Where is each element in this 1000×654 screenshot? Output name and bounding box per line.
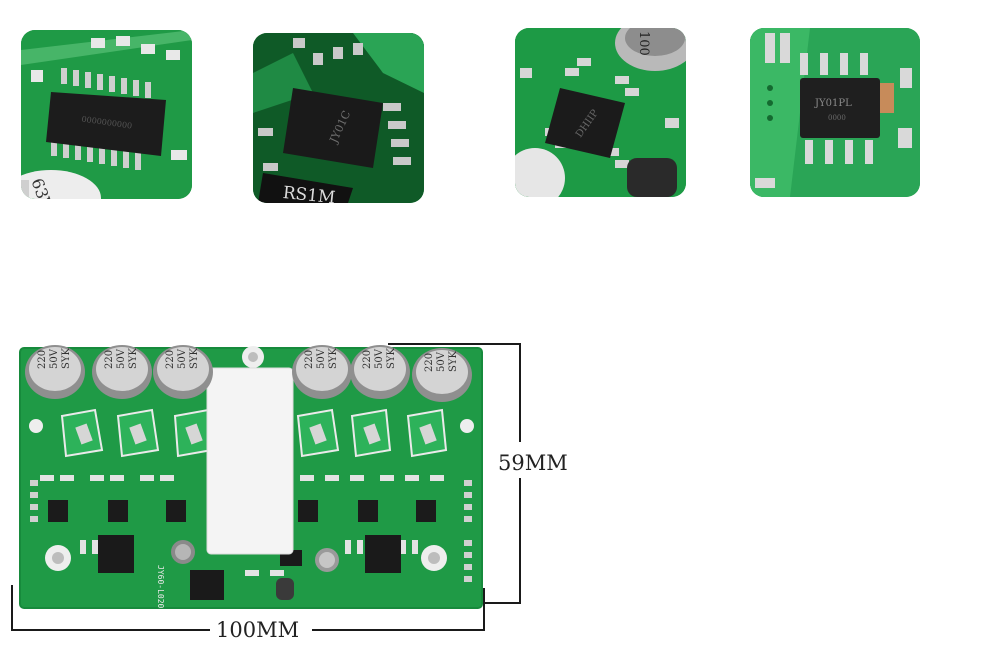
capacitor-6: 220 50V SYK (412, 348, 472, 402)
white-connector (206, 367, 294, 555)
svg-text:50V: 50V (49, 348, 60, 369)
svg-text:SYK: SYK (328, 348, 339, 369)
svg-text:0000: 0000 (828, 114, 846, 122)
dimension-lines (11, 343, 521, 631)
capacitor-1: 220 50V SYK (25, 345, 85, 399)
driver-chips (48, 500, 436, 522)
chip-photo-3-image: 100 DHIIP (515, 28, 686, 197)
svg-text:220: 220 (37, 350, 48, 369)
chip-photo-4-image: JY01PL 0000 (750, 28, 920, 197)
svg-text:SYK: SYK (448, 351, 459, 372)
svg-text:220: 220 (362, 350, 373, 369)
height-dimension-label: 59MM (498, 451, 568, 475)
svg-text:SYK: SYK (386, 348, 397, 369)
capacitor-3: 220 50V SYK (153, 345, 213, 399)
svg-text:220: 220 (104, 350, 115, 369)
chip-photo-2-image: JY01C RS1M (253, 33, 424, 203)
capacitor-5: 220 50V SYK (350, 345, 410, 399)
controller-chip-left (98, 535, 134, 573)
svg-text:50V: 50V (116, 348, 127, 369)
svg-text:SYK: SYK (128, 348, 139, 369)
svg-text:RS1M: RS1M (282, 183, 336, 203)
mounting-holes (28, 346, 474, 571)
chip-photo-3: 100 DHIIP (515, 28, 686, 197)
svg-text:JY01PL: JY01PL (814, 98, 852, 109)
width-dimension-label: 100MM (216, 618, 299, 642)
chip-photo-1-image: 0000000000 63V (21, 30, 192, 199)
svg-text:220: 220 (304, 350, 315, 369)
svg-text:50V: 50V (177, 348, 188, 369)
svg-text:SYK: SYK (189, 348, 200, 369)
driver-board-image: JY60-L020 220 50V SYK 220 50V SYK (11, 343, 568, 642)
svg-text:50V: 50V (316, 348, 327, 369)
capacitor-row: 220 50V SYK 220 50V SYK 220 50V SYK (25, 345, 472, 402)
driver-board-figure: JY60-L020 220 50V SYK 220 50V SYK (0, 330, 600, 654)
svg-text:100: 100 (636, 31, 651, 56)
svg-text:220: 220 (424, 353, 435, 372)
capacitor-4: 220 50V SYK (292, 345, 352, 399)
chip-photo-1: 0000000000 63V (21, 30, 192, 199)
svg-text:SYK: SYK (61, 348, 72, 369)
capacitor-2: 220 50V SYK (92, 345, 152, 399)
svg-text:50V: 50V (374, 348, 385, 369)
chip-photo-4: JY01PL 0000 (750, 28, 920, 197)
svg-text:220: 220 (165, 350, 176, 369)
svg-text:50V: 50V (436, 351, 447, 372)
controller-chip-right (365, 535, 401, 573)
silkscreen-label: JY60-L020 (156, 565, 165, 609)
chip-photo-2: JY01C RS1M (253, 33, 424, 203)
